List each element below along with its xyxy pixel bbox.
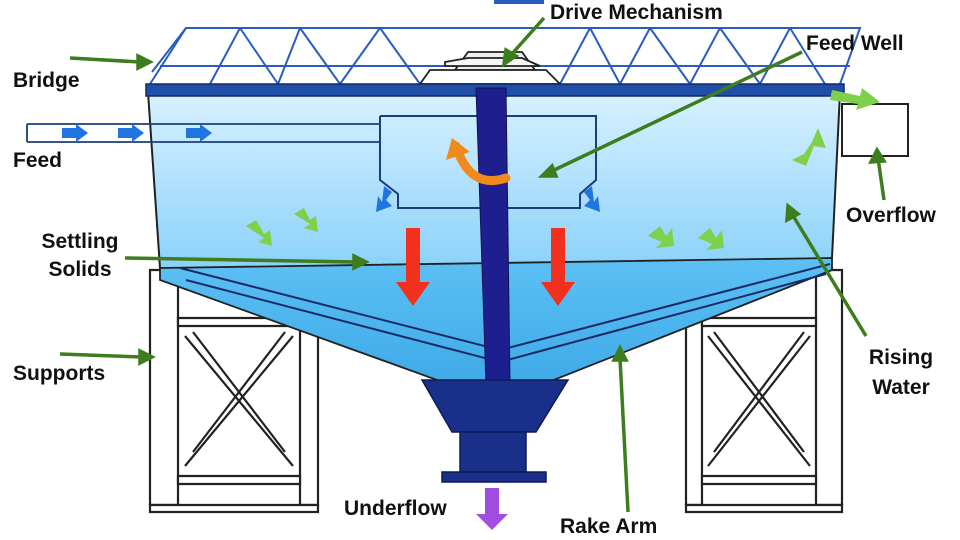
leader-settling-solids	[124, 256, 357, 264]
underflow-arrow-icon	[476, 488, 508, 530]
label-underflow: Underflow	[344, 497, 447, 520]
label-rake-arm: Rake Arm	[560, 515, 658, 538]
label-feed: Feed	[13, 149, 63, 172]
leader-feed-well	[549, 50, 803, 174]
right-support-frame	[684, 268, 844, 514]
label-supports: Supports	[13, 362, 106, 385]
drive-mechanism-housing	[418, 51, 563, 85]
leader-rising-water	[790, 213, 868, 337]
leader-bridge	[69, 56, 141, 64]
rising-arrow-icon	[246, 220, 272, 246]
overflow-arrow-icon	[830, 88, 880, 110]
leader-drive-mechanism	[508, 16, 546, 58]
settling-arrow-icon	[541, 228, 575, 306]
feed-well-out-arrow-icon	[376, 186, 392, 212]
leader-supports	[59, 352, 143, 359]
feed-flow-arrows	[62, 124, 600, 212]
drive-top-bar-icon	[494, 0, 544, 4]
leader-lines	[59, 16, 888, 513]
label-feed-well: Feed Well	[806, 32, 904, 55]
label-rising-water-line2: Water	[872, 376, 930, 399]
settling-arrow-icon	[396, 228, 430, 306]
leader-rake-arm	[618, 357, 630, 513]
rising-arrow-icon	[698, 228, 724, 250]
label-rising-water-line1: Rising	[868, 346, 934, 369]
feed-arrow-icon	[62, 124, 88, 142]
label-settling-solids-line1: Settling	[41, 230, 119, 253]
rising-arrow-icon	[294, 208, 318, 232]
label-overflow: Overflow	[846, 204, 936, 227]
feed-well-outline	[379, 115, 597, 209]
feed-arrow-icon	[118, 124, 144, 142]
label-bridge: Bridge	[13, 69, 80, 92]
settling-arrows	[396, 228, 575, 306]
rising-arrow-icon	[648, 226, 674, 248]
leader-overflow	[876, 157, 886, 201]
overflow-box	[841, 103, 909, 157]
label-drive-mechanism: Drive Mechanism	[550, 1, 723, 24]
feed-well-out-arrow-icon	[584, 186, 600, 212]
rising-water-arrows	[246, 88, 880, 250]
rising-arrow-icon	[792, 128, 826, 166]
label-settling-solids-line2: Solids	[48, 258, 112, 281]
underflow-outlet	[420, 379, 570, 483]
feed-arrow-icon	[186, 124, 212, 142]
rotation-arrow-icon	[446, 138, 511, 186]
feed-pipe	[26, 123, 380, 143]
